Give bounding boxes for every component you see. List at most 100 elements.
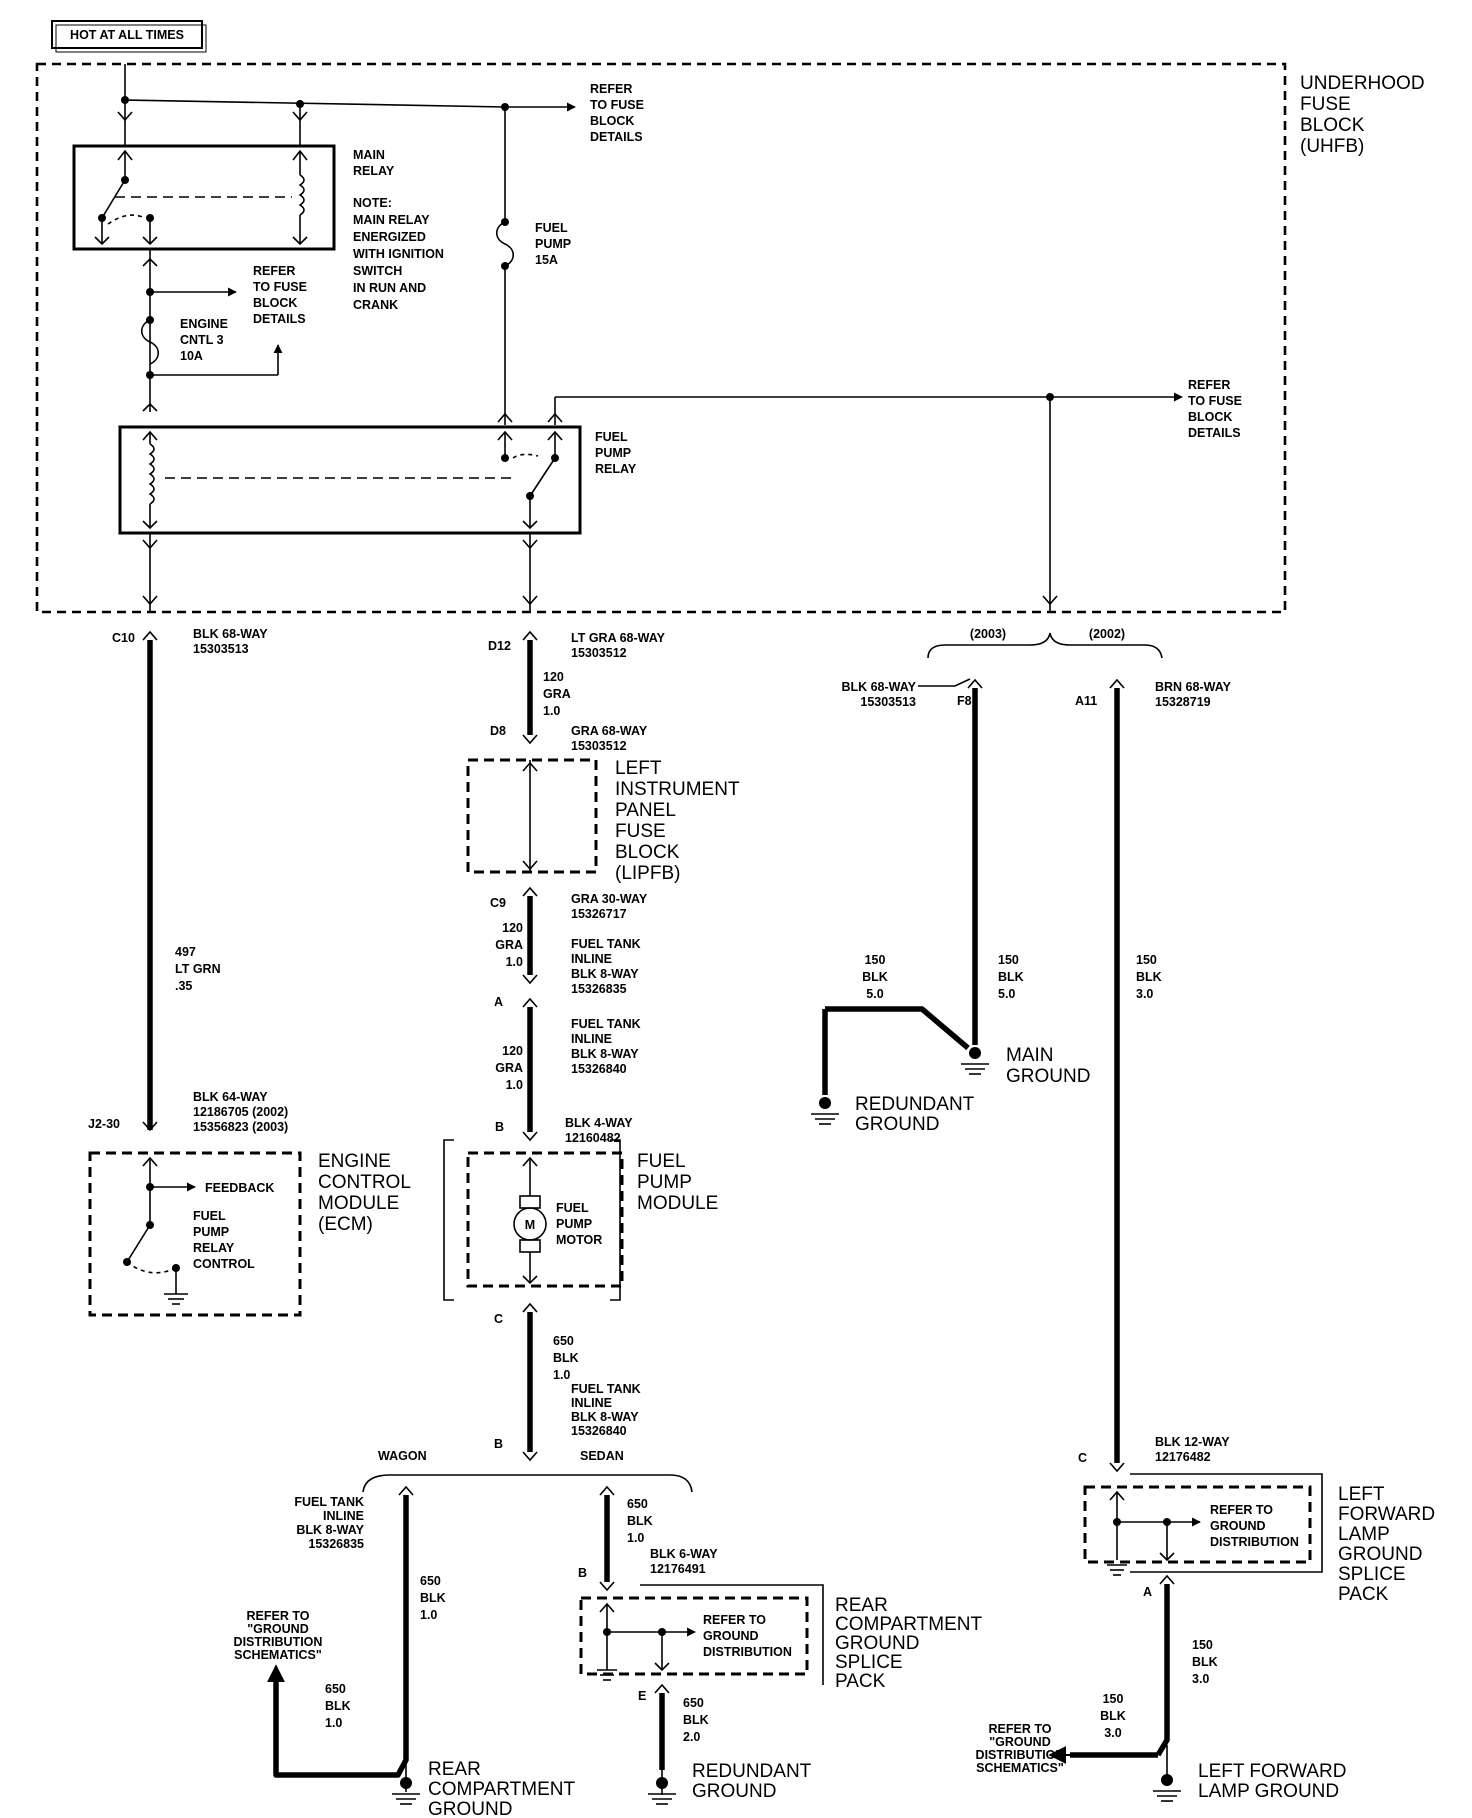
f8-pin: F8 <box>957 694 972 708</box>
a11-wire <box>1109 678 1125 1473</box>
wagon-sedan-brace <box>362 1474 693 1493</box>
fuel-pump-fuse <box>495 107 515 425</box>
year-brace <box>927 632 1163 659</box>
wire-120-gra-a-b <box>522 997 538 1142</box>
fuel-pump-module: M <box>443 1139 624 1301</box>
uhfb-feed-wiring <box>117 64 576 146</box>
a-pin: A <box>494 995 503 1009</box>
wire-497-lt-grn <box>142 630 158 1132</box>
lamp-ground-wire <box>1048 1574 1181 1802</box>
year-2002-label: (2002) <box>1089 627 1125 641</box>
sedan-branch-wire <box>599 1485 615 1592</box>
b-pin: B <box>495 1120 504 1134</box>
ecm-feedback-label: FEEDBACK <box>205 1181 274 1195</box>
sedan-e-pin: E <box>638 1689 646 1703</box>
c9-pin: C9 <box>490 896 506 910</box>
wagon-label: WAGON <box>378 1449 427 1463</box>
fuel-pump-relay <box>118 425 582 535</box>
relay-output-feed <box>547 392 1183 612</box>
d12-pin: D12 <box>488 639 511 653</box>
main-relay <box>72 144 336 251</box>
lipfb-module <box>466 758 598 874</box>
wire-120-gra-d12-d8 <box>522 630 538 745</box>
rear-compartment-ground-symbol <box>392 1777 420 1805</box>
main-ground-wire <box>811 678 989 1125</box>
c-pin: C <box>494 1312 503 1326</box>
lamp-c-pin: C <box>1078 1451 1087 1465</box>
wire-650-blk-c-b <box>522 1302 538 1462</box>
c10-pin: C10 <box>112 631 135 645</box>
hot-label: HOT AT ALL TIMES <box>70 28 184 42</box>
motor-symbol: M <box>525 1218 535 1232</box>
engine-cntl-fuse-path <box>140 249 283 412</box>
j2-pin: J2-30 <box>88 1117 120 1131</box>
b2-pin: B <box>494 1437 503 1451</box>
d8-pin: D8 <box>490 724 506 738</box>
rear-compartment-splice-pack <box>579 1584 824 1685</box>
f8-leader <box>918 678 971 687</box>
sedan-redundant-ground-wire <box>648 1683 676 1805</box>
uhfb-exits <box>142 533 538 612</box>
ecm-module <box>88 1151 302 1317</box>
uhfb-boundary <box>35 62 1287 614</box>
lamp-a-pin: A <box>1143 1585 1152 1599</box>
sedan-label: SEDAN <box>580 1449 624 1463</box>
sedan-b-pin: B <box>578 1566 587 1580</box>
left-forward-lamp-splice-pack <box>1083 1473 1323 1576</box>
a11-pin: A11 <box>1075 694 1097 708</box>
wire-120-gra-c9-a <box>522 886 538 985</box>
year-2003-label: (2003) <box>970 627 1006 641</box>
